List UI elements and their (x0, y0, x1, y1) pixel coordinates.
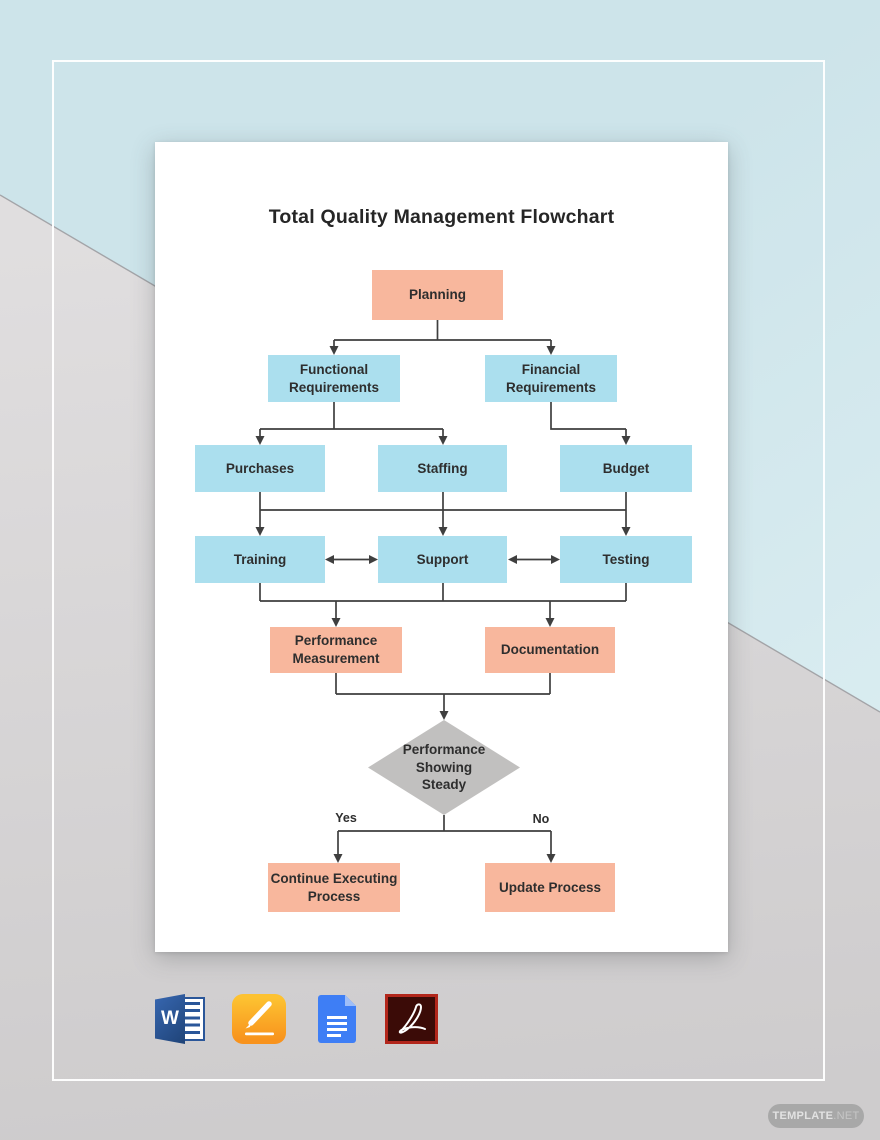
branch-label-yes: Yes (335, 811, 357, 825)
flowchart-connectors (255, 320, 631, 863)
node-budget-label: Budget (602, 460, 650, 476)
acrobat-a-glyph (398, 1003, 426, 1034)
microsoft-word-icon[interactable]: W (155, 994, 207, 1044)
node-update-process-label: Update Process (498, 879, 602, 895)
apple-pages-icon[interactable] (232, 994, 286, 1044)
node-purchases: Purchases (195, 445, 325, 492)
docs-text-line (327, 1028, 347, 1031)
watermark-brand: TEMPLATE (772, 1110, 834, 1122)
template-net-watermark: TEMPLATE.NET (768, 1104, 864, 1128)
docs-text-line (327, 1022, 347, 1025)
node-planning-label: Planning (409, 287, 466, 303)
branch-label-no: No (532, 812, 550, 826)
google-docs-icon[interactable] (318, 995, 356, 1043)
node-training-label: Training (233, 551, 287, 567)
node-testing-label: Testing (602, 551, 650, 567)
node-performance-measurement-label: Performance Measurement (292, 633, 380, 666)
decision-label: Performance Showing Steady (402, 742, 486, 793)
decorative-frame-border (52, 60, 825, 1081)
docs-folded-corner (345, 995, 356, 1006)
node-continue-executing-label: Continue Executing Process (270, 870, 398, 904)
node-testing: Testing (560, 536, 692, 583)
node-continue-executing-process: Continue Executing Process (268, 863, 400, 912)
node-update-process: Update Process (485, 863, 615, 912)
node-staffing-label: Staffing (417, 460, 468, 476)
word-letter: W (161, 1008, 179, 1029)
flowchart-page: Total Quality Management Flowchart (155, 142, 728, 952)
watermark-tld: .NET (833, 1110, 860, 1122)
node-functional-requirements: Functional Requirements (268, 355, 400, 402)
page-title: Total Quality Management Flowchart (268, 206, 615, 228)
node-performance-measurement: Performance Measurement (270, 627, 402, 673)
node-documentation-label: Documentation (500, 642, 600, 658)
node-documentation: Documentation (485, 627, 615, 673)
node-financial-requirements: Financial Requirements (485, 355, 617, 402)
node-staffing: Staffing (378, 445, 507, 492)
node-training: Training (195, 536, 325, 583)
node-financial-requirements-label: Financial Requirements (505, 361, 597, 395)
docs-text-line (327, 1034, 341, 1037)
pages-pen-glyph (245, 1001, 274, 1036)
node-support: Support (378, 536, 507, 583)
docs-text-line (327, 1016, 347, 1019)
word-cover: W (155, 994, 185, 1044)
adobe-acrobat-icon[interactable] (385, 994, 438, 1044)
node-support-label: Support (416, 551, 469, 567)
node-purchases-label: Purchases (225, 460, 295, 476)
node-functional-requirements-label: Functional Requirements (288, 361, 380, 395)
node-budget: Budget (560, 445, 692, 492)
node-planning: Planning (372, 270, 503, 320)
